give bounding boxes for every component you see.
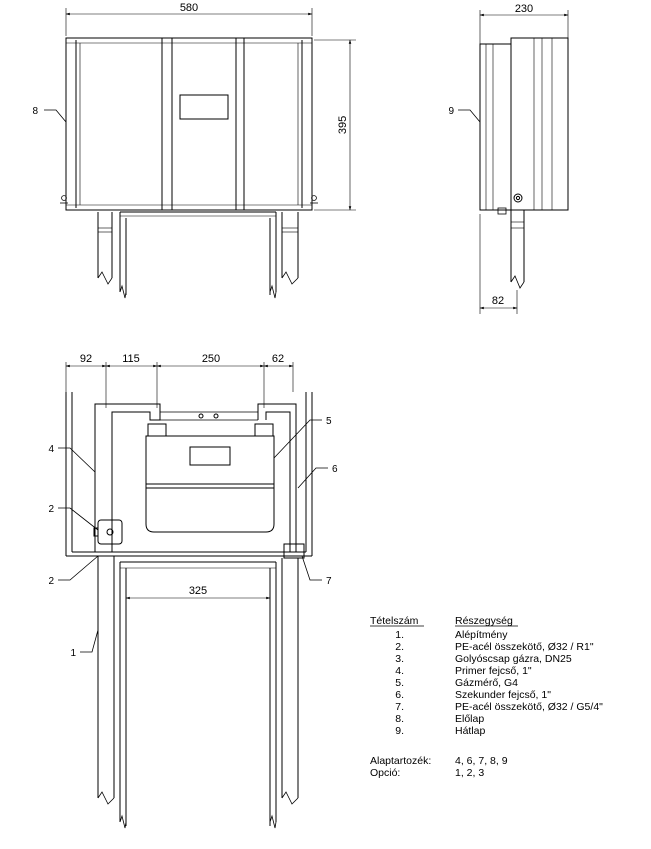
dim-plan-right: 62	[272, 353, 284, 365]
legend-row-text: Alépítmény	[455, 629, 508, 641]
dim-front-width: 580	[180, 2, 198, 14]
legend-row-num: 5.	[395, 677, 404, 689]
callout-9: 9	[448, 106, 454, 117]
callout-4: 4	[48, 444, 54, 455]
legend-row-text: Golyóscsap gázra, DN25	[455, 653, 572, 665]
legend-option-label: Opció:	[370, 767, 400, 779]
callout-5: 5	[326, 416, 332, 427]
callout-2-connector: 2	[48, 576, 54, 587]
legend-row-text: PE-acél összekötő, Ø32 / G5/4"	[455, 701, 603, 713]
legend-row-text: Szekunder fejcső, 1"	[455, 689, 551, 701]
dim-plan-left: 92	[80, 353, 92, 365]
callout-7: 7	[326, 576, 332, 587]
legend-base-label: Alaptartozék:	[370, 755, 431, 767]
callout-8: 8	[32, 106, 38, 117]
legend-row-num: 9.	[395, 725, 404, 737]
dim-side-depth: 230	[515, 3, 533, 15]
legend-row-text: Primer fejcső, 1"	[455, 665, 532, 677]
legend-row-text: Hátlap	[455, 725, 486, 737]
dim-frame-span: 325	[189, 585, 207, 597]
parts-legend: Tételszám Részegység 1. Alépítmény 2. PE…	[370, 615, 603, 779]
legend-row-text: Előlap	[455, 713, 484, 725]
legend-row-num: 7.	[395, 701, 404, 713]
legend-header-part: Részegység	[455, 615, 513, 627]
legend-row-text: PE-acél összekötő, Ø32 / R1"	[455, 641, 594, 653]
dim-plan-gap: 115	[122, 353, 140, 365]
legend-row-num: 8.	[395, 713, 404, 725]
dim-front-height: 395	[337, 116, 349, 134]
legend-header-item: Tételszám	[370, 615, 419, 627]
legend-base-value: 4, 6, 7, 8, 9	[455, 755, 508, 767]
callout-6: 6	[332, 464, 338, 475]
legend-row-num: 3.	[395, 653, 404, 665]
legend-row-num: 4.	[395, 665, 404, 677]
internal-view	[58, 362, 328, 829]
dim-side-offset: 82	[492, 295, 504, 307]
callout-1: 1	[70, 648, 76, 659]
legend-row-num: 6.	[395, 689, 404, 701]
dim-plan-meter: 250	[202, 353, 220, 365]
legend-option-value: 1, 2, 3	[455, 767, 484, 779]
front-view	[44, 8, 356, 299]
legend-row-num: 1.	[395, 629, 404, 641]
legend-row-num: 2.	[395, 641, 404, 653]
callout-2-valve: 2	[48, 504, 54, 515]
side-view	[458, 10, 569, 314]
legend-row-text: Gázmérő, G4	[455, 677, 518, 689]
